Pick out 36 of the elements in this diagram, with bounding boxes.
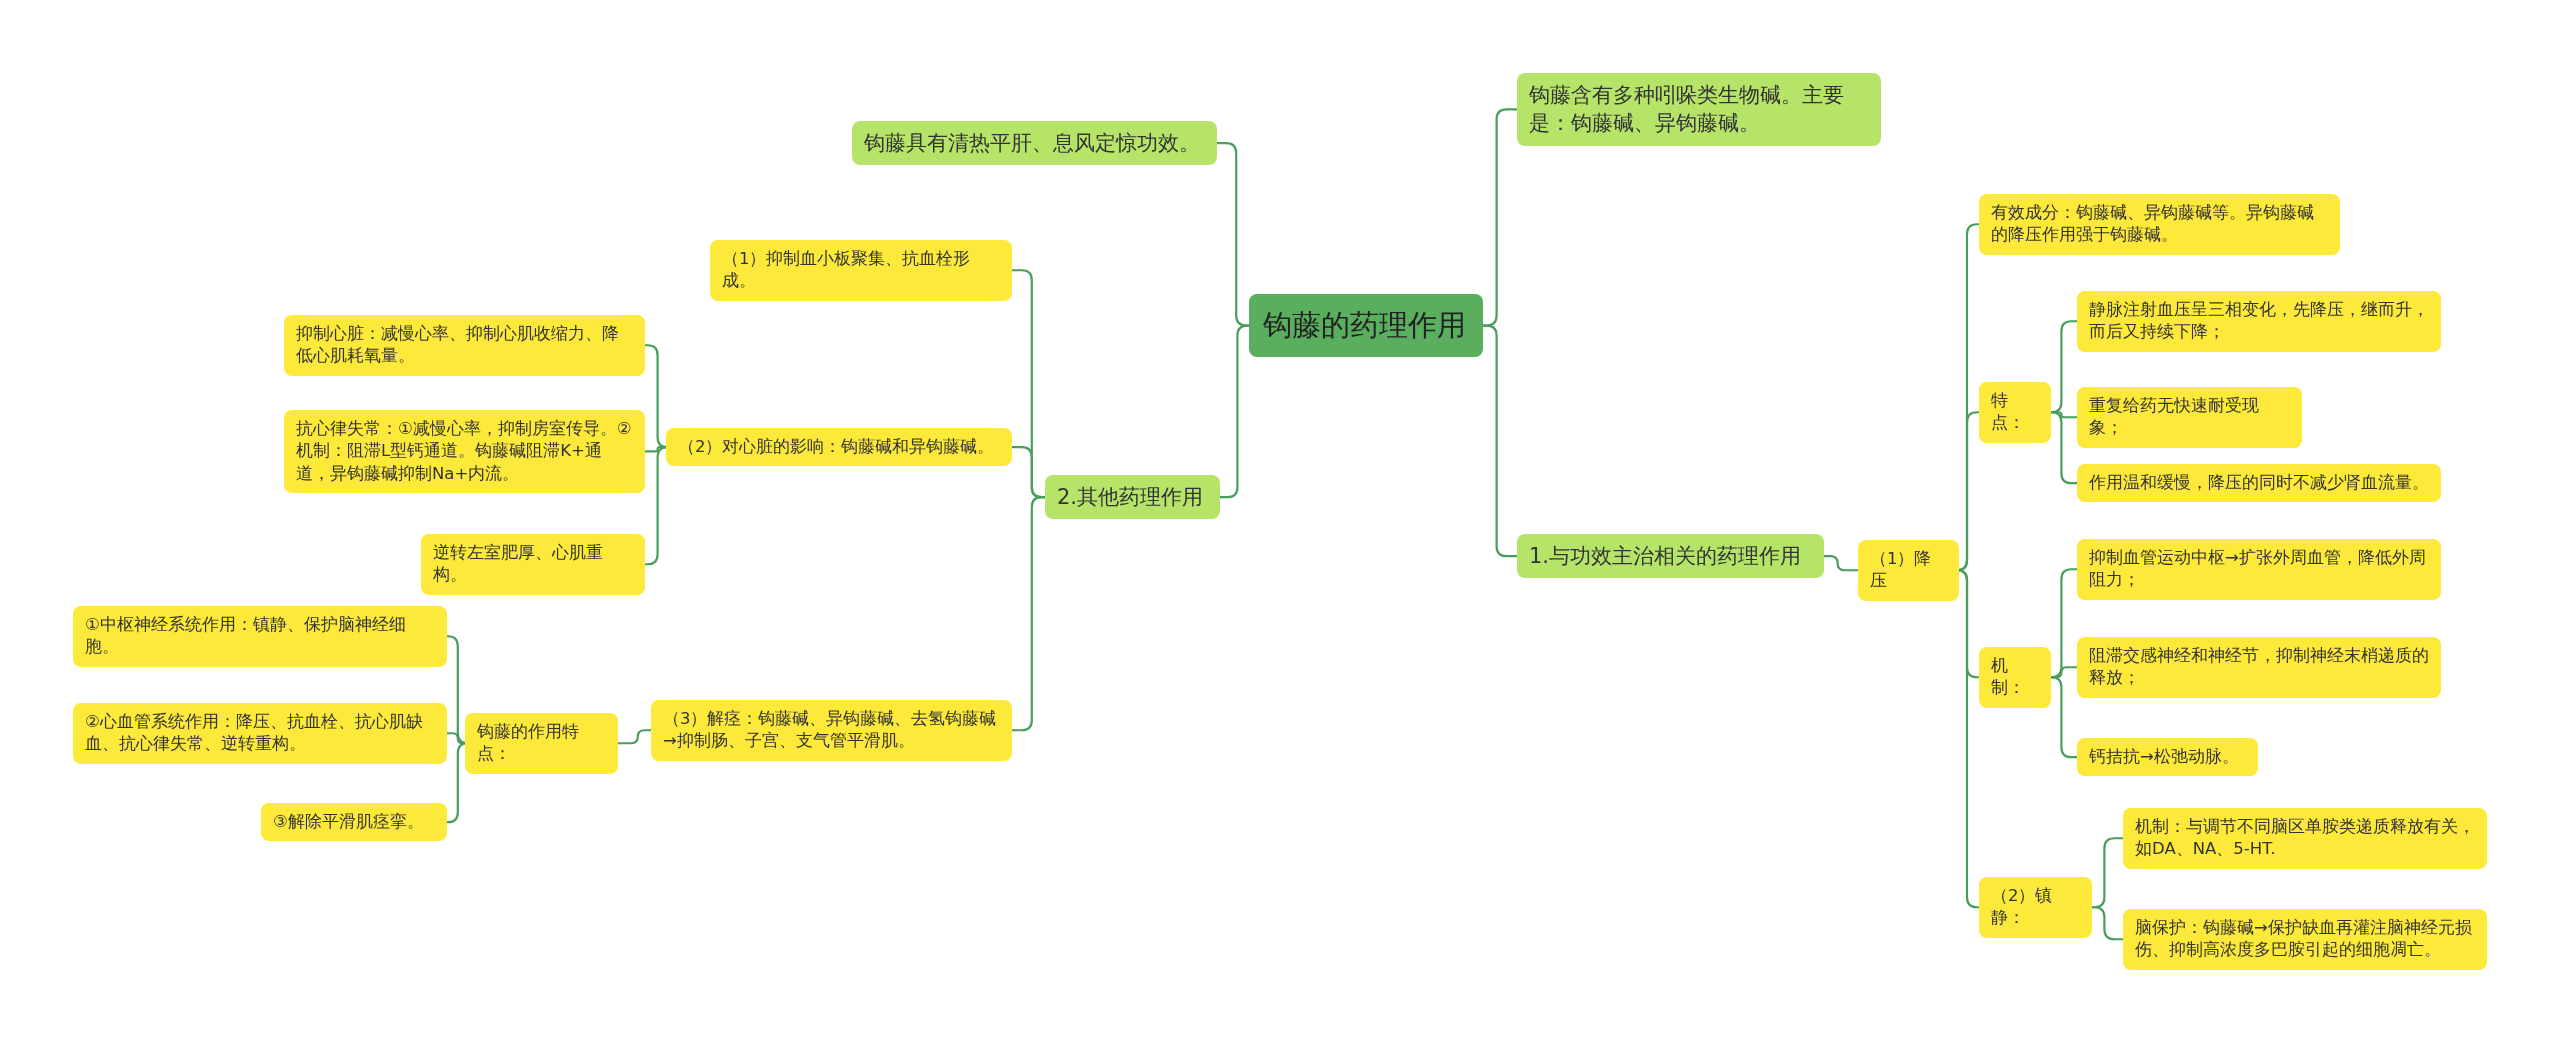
topic-box: 1.与功效主治相关的药理作用 [1517,534,1824,579]
connector-line [2092,906,2123,941]
subtopic-box: 特点： [1979,382,2051,443]
connector-line [1824,555,1858,572]
subtopic-box: 有效成分：钩藤碱、异钩藤碱等。异钩藤碱的降压作用强于钩藤碱。 [1979,194,2340,255]
connector-line [618,729,651,745]
central-topic-box: 钩藤的药理作用 [1249,294,1483,358]
subtopic-box: 机制：与调节不同脑区单胺类递质释放有关，如DA、NA、5-HT. [2123,808,2487,869]
subtopic-box: ①中枢神经系统作用：镇静、保护脑神经细胞。 [73,606,447,667]
subtopic-box: 阻滞交感神经和神经节，抑制神经末梢递质的释放； [2077,637,2441,698]
subtopic-box: 脑保护：钩藤碱→保护缺血再灌注脑神经元损伤、抑制高浓度多巴胺引起的细胞凋亡。 [2123,909,2487,970]
subtopic-box: 重复给药无快速耐受现象； [2077,387,2302,448]
subtopic-box: 作用温和缓慢，降压的同时不减少肾血流量。 [2077,464,2441,503]
subtopic-box: （3）解痉：钩藤碱、异钩藤碱、去氢钩藤碱→抑制肠、子宫、支气管平滑肌。 [651,700,1012,761]
subtopic-box: 抑制心脏：减慢心率、抑制心肌收缩力、降低心肌耗氧量。 [284,315,645,376]
subtopic-box: 机制： [1979,647,2051,708]
topic-box: 钩藤具有清热平肝、息风定惊功效。 [852,121,1217,166]
connector-line [645,446,666,453]
topic-box: 钩藤含有多种吲哚类生物碱。主要是：钩藤碱、异钩藤碱。 [1517,73,1881,146]
subtopic-box: ③解除平滑肌痉挛。 [261,803,447,842]
topic-box: 2.其他药理作用 [1045,475,1220,520]
subtopic-box: （1）降压 [1858,540,1959,601]
connector-line [1217,142,1249,327]
subtopic-box: 抗心律失常：①减慢心率，抑制房室传导。②机制：阻滞L型钙通道。钩藤碱阻滞K+通道，异钩藤碱抑制Na+内流。 [284,410,645,493]
subtopic-box: 逆转左室肥厚、心肌重构。 [421,534,645,595]
subtopic-box: （2）对心脏的影响：钩藤碱和异钩藤碱。 [666,428,1012,467]
subtopic-box: ②心血管系统作用：降压、抗血栓、抗心肌缺血、抗心律失常、逆转重构。 [73,703,447,764]
connector-line [1483,324,1517,558]
subtopic-box: （2）镇静： [1979,877,2092,938]
subtopic-box: 静脉注射血压呈三相变化，先降压，继而升，而后又持续下降； [2077,291,2441,352]
subtopic-box: 抑制血管运动中枢→扩张外周血管，降低外周阻力； [2077,539,2441,600]
subtopic-box: 钙拮抗→松弛动脉。 [2077,738,2258,777]
subtopic-box: （1）抑制血小板聚集、抗血栓形成。 [710,240,1012,301]
connector-line [447,732,465,745]
connector-line [1012,496,1045,732]
subtopic-box: 钩藤的作用特点： [465,713,618,774]
